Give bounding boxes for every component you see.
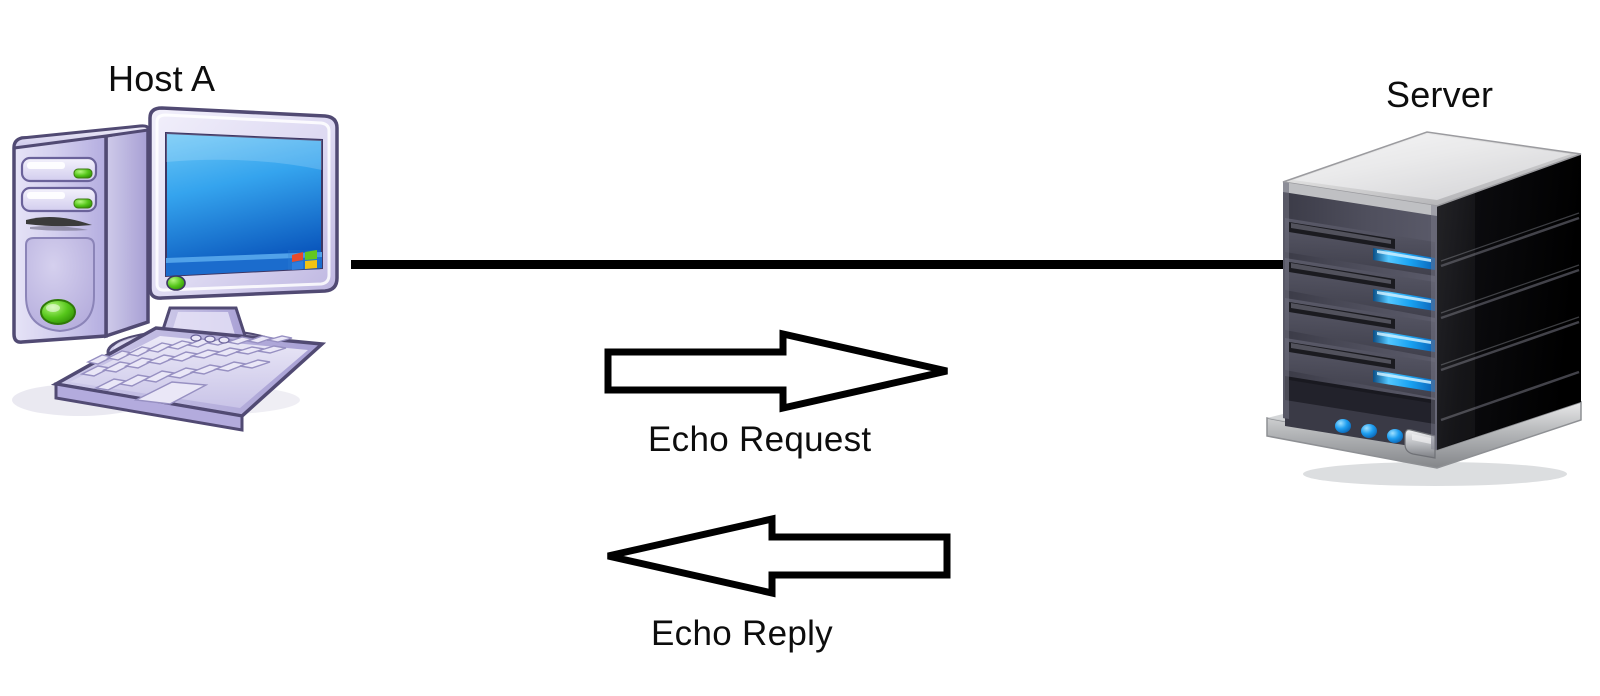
server-side-panel — [1437, 154, 1581, 450]
drive-led-1-icon — [73, 168, 93, 179]
status-led-1-icon — [1335, 419, 1351, 433]
windows-flag-icon — [288, 250, 320, 270]
echo-reply-label: Echo Reply — [651, 614, 833, 653]
server-status-leds — [1335, 419, 1403, 443]
monitor-power-led-icon — [166, 275, 186, 291]
status-led-3-icon — [1387, 429, 1403, 443]
server-tower-icon — [1245, 130, 1585, 486]
echo-request-arrow-icon — [604, 329, 950, 413]
drive-led-2-icon — [73, 198, 93, 209]
host-label: Host A — [108, 58, 216, 99]
keyboard-indicator-leds — [190, 334, 230, 344]
echo-reply-arrow-icon — [605, 514, 951, 598]
server-drive-bays — [1285, 218, 1435, 398]
optical-slot — [26, 216, 92, 227]
status-led-2-icon — [1361, 424, 1377, 438]
desktop-computer-icon — [0, 100, 345, 440]
network-link — [351, 260, 1288, 269]
echo-request-label: Echo Request — [648, 420, 872, 459]
server-label: Server — [1386, 74, 1494, 115]
power-button-icon — [40, 299, 76, 325]
